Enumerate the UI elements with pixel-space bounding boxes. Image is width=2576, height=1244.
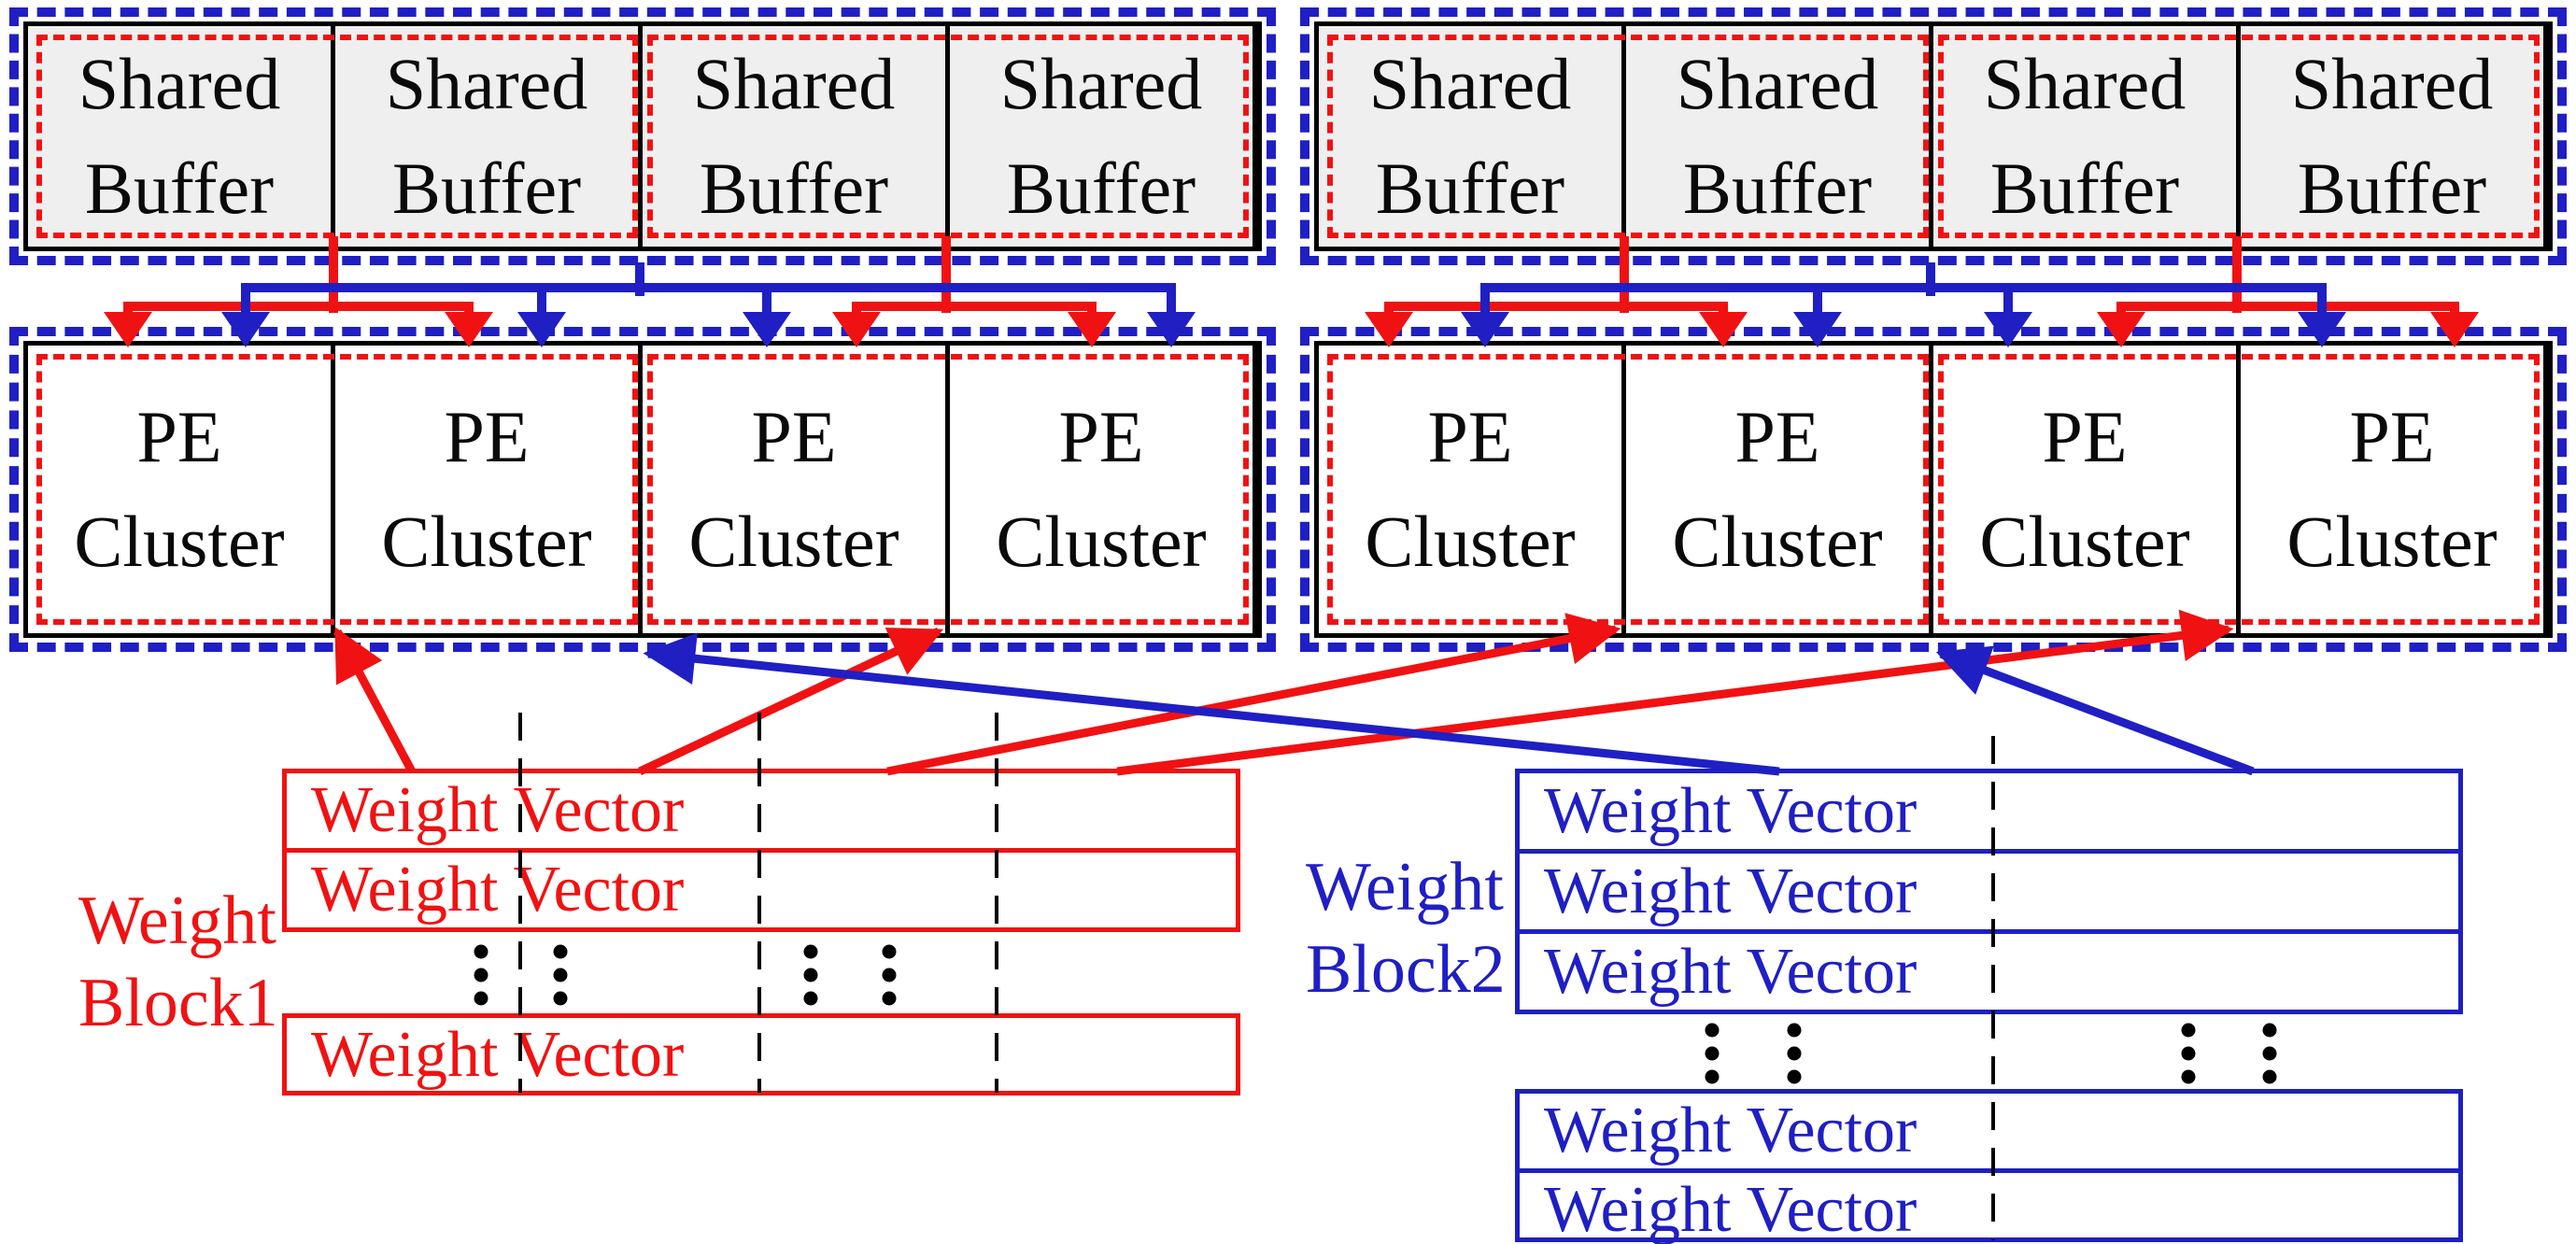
weight-block2-label: Weight Block2 xyxy=(1306,846,1506,1011)
pe-group-frame-left: PE Cluster PE Cluster PE Cluster PE Clus… xyxy=(23,341,1262,638)
pe-cluster-cell-3: PE Cluster xyxy=(643,346,950,633)
weight-block1-label-line2: Block1 xyxy=(78,965,278,1041)
weight-block2-label-line1: Weight xyxy=(1306,849,1504,926)
buffer-bank-left: Shared Buffer Shared Buffer Shared Buffe… xyxy=(9,7,1276,265)
shared-buffer-cell-8: Shared Buffer xyxy=(2241,26,2548,247)
weight-vector-row: Weight Vector xyxy=(311,1019,685,1091)
weight-vector-row: Weight Vector xyxy=(1520,849,2458,929)
pe-group-frame-right: PE Cluster PE Cluster PE Cluster PE Clus… xyxy=(1314,341,2553,638)
weight-vector-row: Weight Vector xyxy=(1520,1168,2458,1244)
pe-cluster-cell-7: PE Cluster xyxy=(1933,346,2241,633)
pe-bank-right: PE Cluster PE Cluster PE Cluster PE Clus… xyxy=(1300,327,2567,652)
pe-cluster-cell-8: PE Cluster xyxy=(2241,346,2548,633)
shared-buffer-cell-5: Shared Buffer xyxy=(1319,26,1626,247)
weight-block1-table-top: Weight Vector Weight Vector xyxy=(282,769,1240,932)
shared-buffer-cell-2: Shared Buffer xyxy=(335,26,643,247)
pe-cluster-label-line2: Cluster xyxy=(74,501,285,582)
shared-buffer-label-line2: Buffer xyxy=(84,148,275,229)
shared-buffer-cell-4: Shared Buffer xyxy=(950,26,1257,247)
weight-block1-label: Weight Block1 xyxy=(78,880,278,1044)
weight-vector-row: Weight Vector xyxy=(1544,1095,1918,1166)
weight-block1-table-bottom: Weight Vector xyxy=(282,1013,1240,1096)
weight-vector-row: Weight Vector xyxy=(287,848,1236,927)
shared-buffer-label-line1: Shared xyxy=(78,43,281,124)
shared-buffer-cell-6: Shared Buffer xyxy=(1626,26,1933,247)
pe-bank-left: PE Cluster PE Cluster PE Cluster PE Clus… xyxy=(9,327,1276,652)
buffer-group-frame-right: Shared Buffer Shared Buffer Shared Buffe… xyxy=(1314,21,2553,251)
weight-block2-arrows xyxy=(643,632,2255,776)
buffer-group-frame-left: Shared Buffer Shared Buffer Shared Buffe… xyxy=(23,21,1262,251)
weight-vector-row: Weight Vector xyxy=(311,774,685,846)
pe-cluster-cell-2: PE Cluster xyxy=(335,346,643,633)
weight-block1-label-line1: Weight xyxy=(78,883,276,959)
weight-vector-row: Weight Vector xyxy=(1520,929,2458,1010)
pe-cluster-label-line1: PE xyxy=(136,396,222,477)
shared-buffer-cell-1: Shared Buffer xyxy=(28,26,335,247)
weight-block2-table-top: Weight Vector Weight Vector Weight Vecto… xyxy=(1515,769,2463,1014)
weight-vector-row: Weight Vector xyxy=(1544,774,1918,847)
pe-cluster-cell-4: PE Cluster xyxy=(950,346,1257,633)
weight-block2-table-bottom: Weight Vector Weight Vector xyxy=(1515,1089,2463,1244)
pe-cluster-cell-1: PE Cluster xyxy=(28,346,335,633)
pe-cluster-cell-5: PE Cluster xyxy=(1319,346,1626,633)
pe-cluster-cell-6: PE Cluster xyxy=(1626,346,1933,633)
weight-block2-label-line2: Block2 xyxy=(1306,931,1506,1008)
buffer-bank-right: Shared Buffer Shared Buffer Shared Buffe… xyxy=(1300,7,2567,265)
shared-buffer-cell-3: Shared Buffer xyxy=(643,26,950,247)
shared-buffer-cell-7: Shared Buffer xyxy=(1933,26,2241,247)
